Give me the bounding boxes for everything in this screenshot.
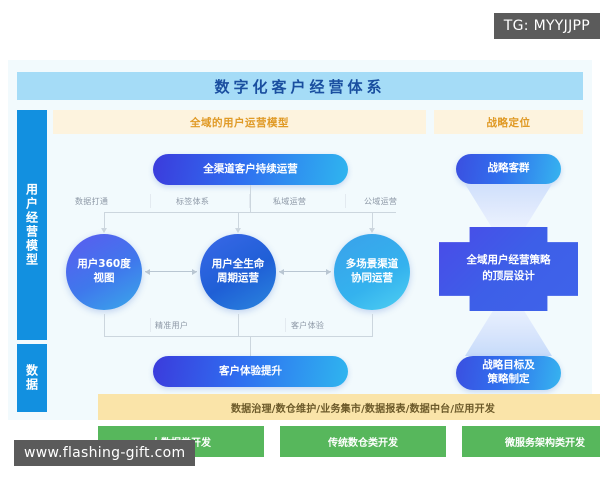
node-strategic-customer-group[interactable]: 战略客群 <box>456 154 561 184</box>
node-top-level-strategy-design[interactable]: 全域用户经营策略 的顶层设计 <box>439 227 578 311</box>
connector-label-tag-system: 标签体系 <box>176 197 210 206</box>
diagram-content: 全域的用户运营模型 战略定位 全渠道客户持续运营 数据打通 <box>53 110 600 457</box>
diagram-panel: 数字化客户经营体系 用户经营模型 数据 全域的用户运营模型 战略定位 全渠道客户… <box>8 60 600 457</box>
connector-line <box>250 185 251 195</box>
connector-line <box>238 314 239 336</box>
node-multi-scenario-channel[interactable]: 多场景渠道 协同运营 <box>334 234 410 310</box>
telegram-watermark: TG: MYYJJPP <box>493 13 600 39</box>
data-capabilities-bar: 数据治理/数仓维护/业务集市/数据报表/数据中台/应用开发 <box>98 394 600 420</box>
sidebar-item-data[interactable]: 数据 <box>17 344 47 412</box>
label-divider <box>249 194 250 208</box>
sidebar-item-user-model[interactable]: 用户经营模型 <box>17 110 47 340</box>
node-user-lifecycle-operations[interactable]: 用户全生命 周期运营 <box>200 234 276 310</box>
user-operating-model-area: 全渠道客户持续运营 数据打通 标签体系 私域运营 公域运营 <box>53 134 426 412</box>
connector-line <box>104 212 396 213</box>
node-user-360-view[interactable]: 用户360度 视图 <box>66 234 142 310</box>
arrow-bidirectional-icon <box>279 268 331 275</box>
sidebar-item-label: 数据 <box>24 364 39 392</box>
site-watermark: www.flashing-gift.com <box>14 440 196 466</box>
arrow-down-icon <box>100 228 107 233</box>
node-customer-experience-improvement[interactable]: 客户体验提升 <box>153 356 348 387</box>
arrow-down-icon <box>234 228 241 233</box>
data-box-traditional-warehouse[interactable]: 传统数仓类开发 <box>280 426 446 457</box>
node-omnichannel-operations[interactable]: 全渠道客户持续运营 <box>153 154 348 185</box>
funnel-bottom-shape <box>465 308 552 356</box>
connector-line <box>372 314 373 336</box>
diagram-title-bar: 数字化客户经营体系 <box>17 72 583 100</box>
label-divider <box>345 194 346 208</box>
page-title: 数字化客户经营体系 <box>214 77 386 96</box>
section-header-operating-model: 全域的用户运营模型 <box>53 110 426 134</box>
connector-line <box>104 212 105 230</box>
sidebar-item-label: 用户经营模型 <box>24 183 39 267</box>
connector-label-precise-user: 精准用户 <box>155 321 189 330</box>
label-divider <box>150 318 151 332</box>
label-divider <box>150 194 151 208</box>
data-box-microservice[interactable]: 微服务架构类开发 <box>462 426 600 457</box>
connector-label-public-domain: 公域运营 <box>364 197 398 206</box>
connector-line <box>372 212 373 230</box>
strategy-positioning-area: 战略客群 全域用户经营策略 的顶层设计 战略目标及 策略制定 <box>434 134 583 412</box>
connector-label-private-domain: 私域运营 <box>273 197 307 206</box>
funnel-top-shape <box>465 184 552 232</box>
connector-label-customer-experience: 客户体验 <box>291 321 325 330</box>
connector-line <box>250 336 251 356</box>
connector-label-data-integration: 数据打通 <box>75 197 109 206</box>
arrow-down-icon <box>368 228 375 233</box>
connector-line <box>238 212 239 230</box>
connector-line <box>250 195 251 212</box>
connector-line <box>104 336 373 337</box>
node-strategic-goals-and-policy[interactable]: 战略目标及 策略制定 <box>456 356 561 390</box>
connector-line <box>104 314 105 336</box>
label-divider <box>285 318 286 332</box>
arrow-bidirectional-icon <box>145 268 197 275</box>
section-header-strategy: 战略定位 <box>434 110 583 134</box>
